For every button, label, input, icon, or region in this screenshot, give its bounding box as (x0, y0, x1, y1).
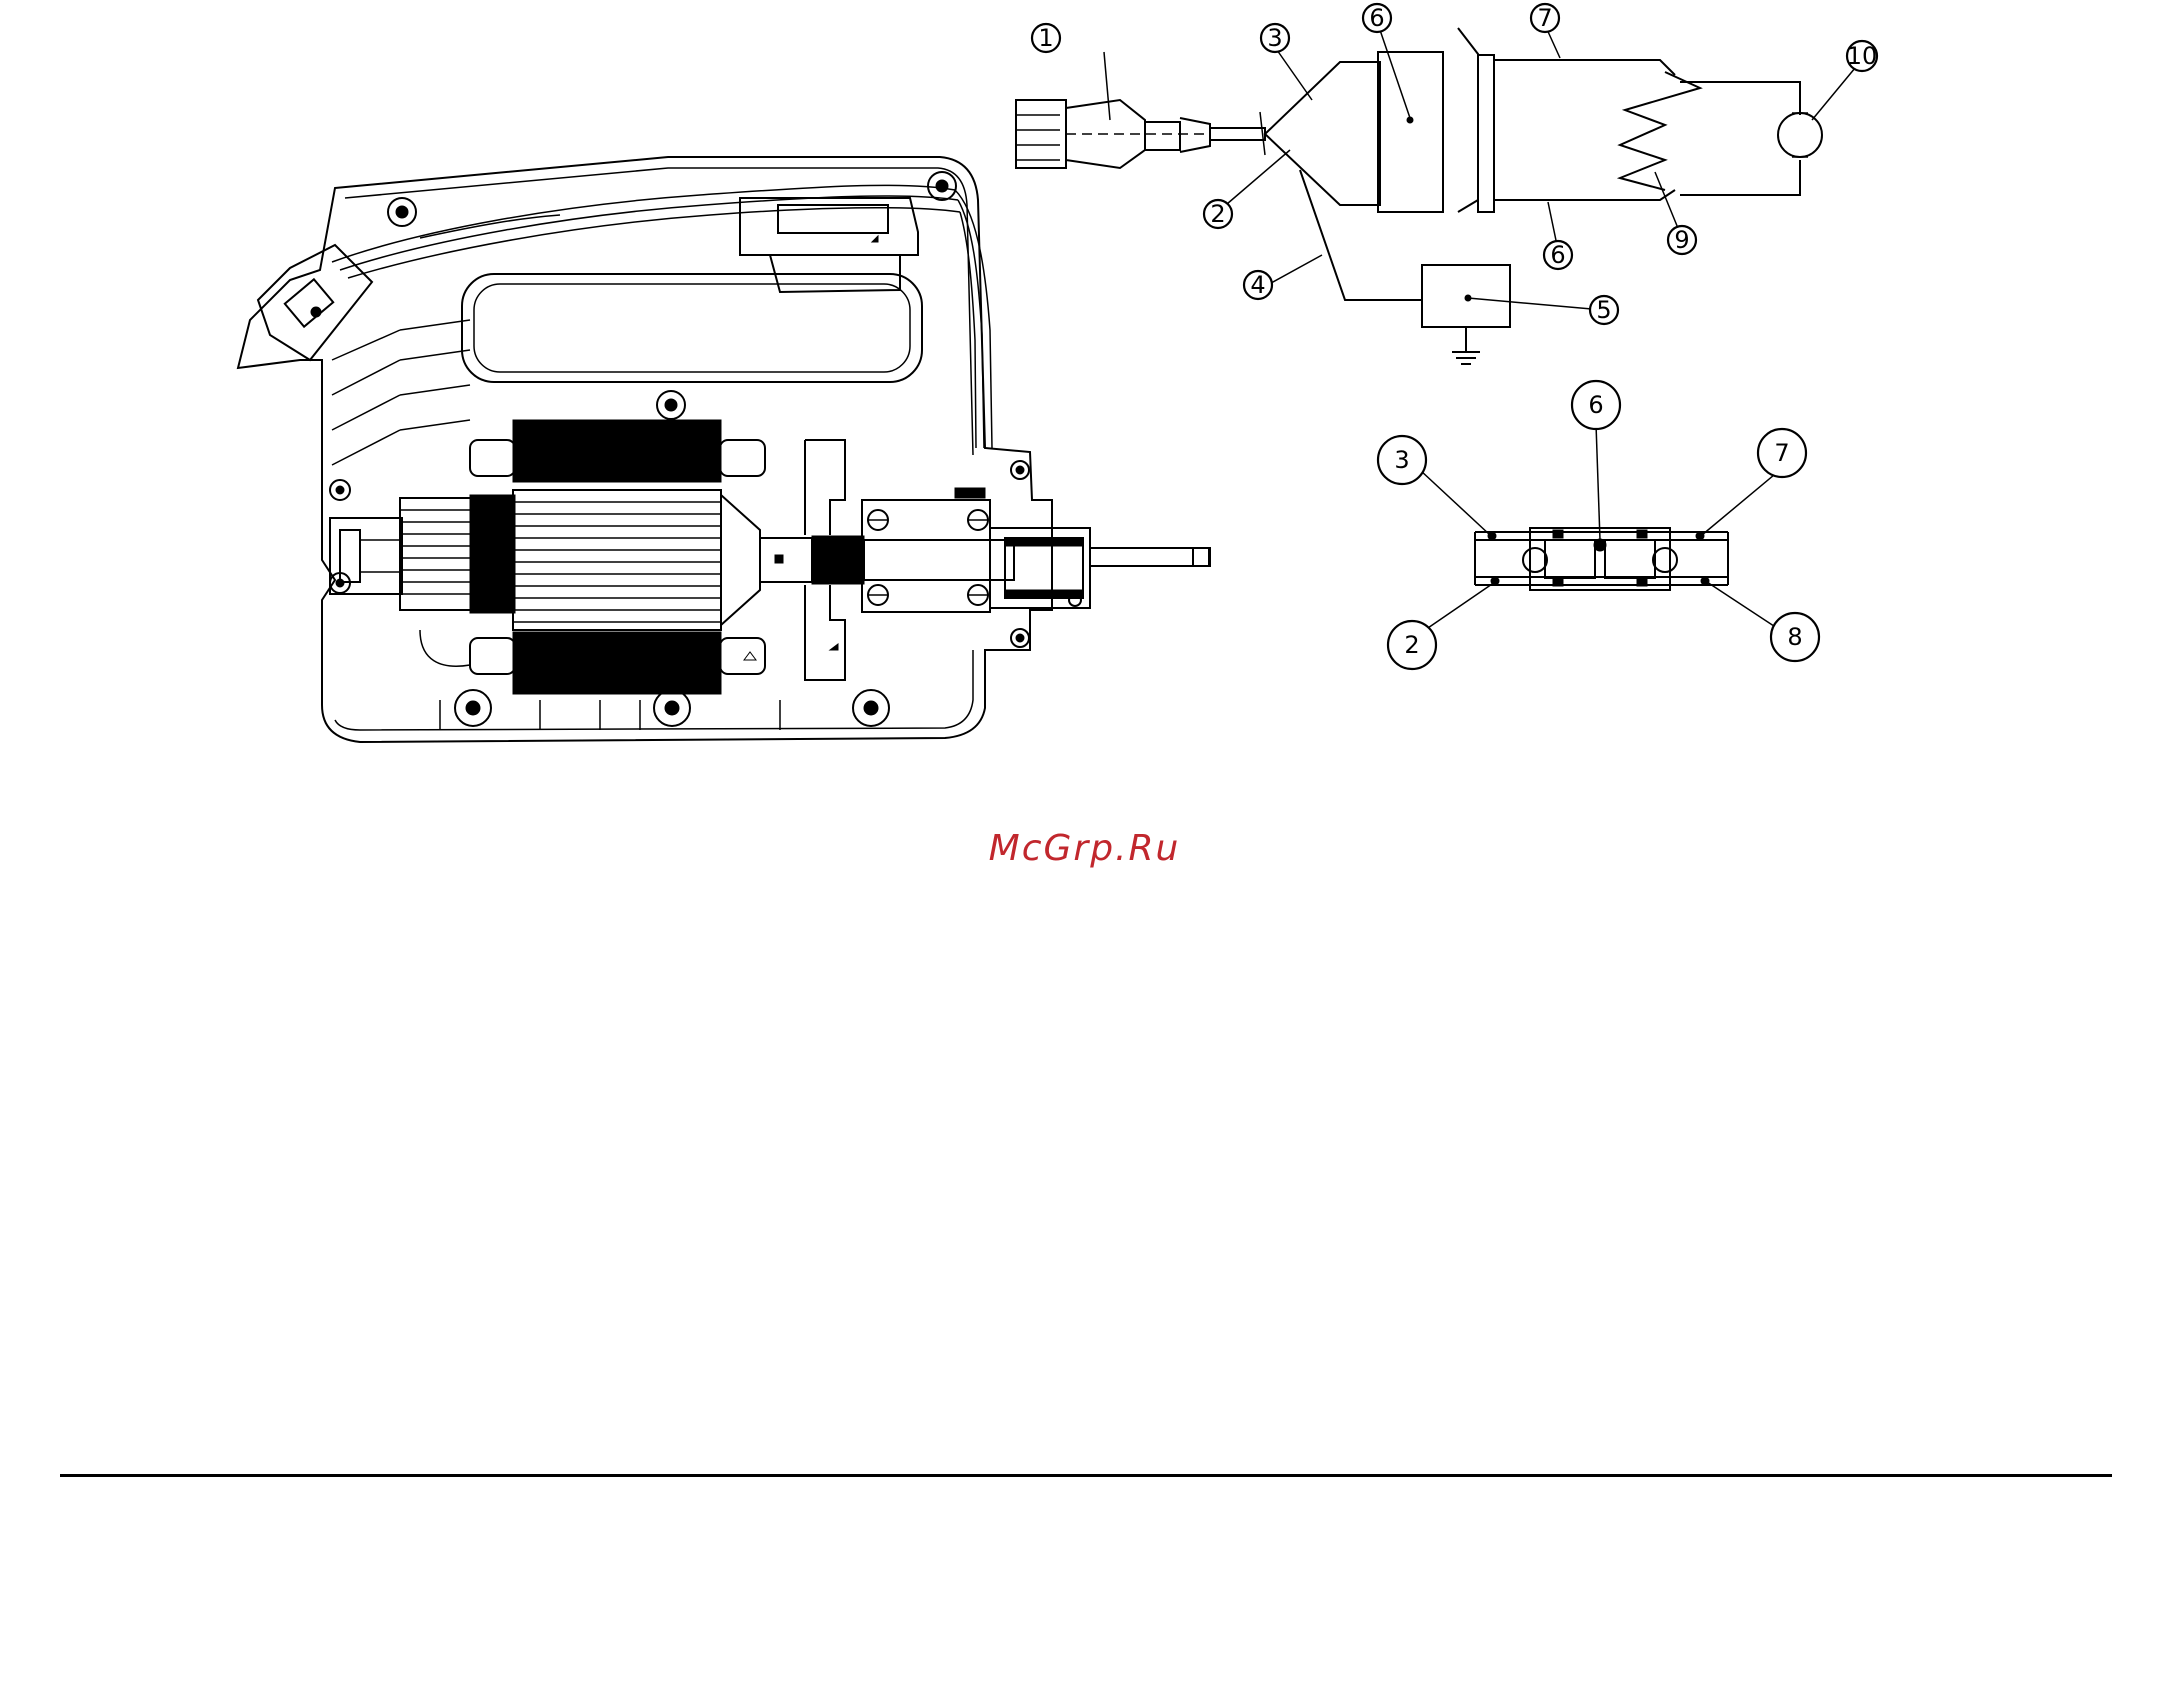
svg-text:5: 5 (1596, 296, 1611, 324)
svg-text:3: 3 (1394, 446, 1409, 474)
svg-text:4: 4 (1250, 271, 1265, 299)
callout-2: 2 (1204, 200, 1232, 228)
svg-text:10: 10 (1847, 42, 1878, 70)
callout-7: 7 (1531, 4, 1559, 32)
brush-plate-detail: 3 6 7 2 8 (1378, 381, 1819, 669)
svg-text:6: 6 (1550, 241, 1565, 269)
callout-6: 6 (1363, 4, 1391, 32)
detail-callout-6: 6 (1572, 381, 1620, 429)
callout-5: 5 (1590, 296, 1618, 324)
callout-3: 3 (1261, 24, 1289, 52)
callout-10: 10 (1847, 41, 1878, 71)
wiring-schematic: 1 3 6 7 10 2 4 5 6 9 (1016, 4, 1877, 364)
svg-text:6: 6 (1369, 4, 1384, 32)
horizontal-rule (60, 1474, 2112, 1477)
detail-callout-2: 2 (1388, 621, 1436, 669)
callout-9: 9 (1668, 226, 1696, 254)
svg-text:6: 6 (1588, 391, 1603, 419)
callout-4: 4 (1244, 271, 1272, 299)
motor-housing-cutaway (238, 157, 1210, 742)
detail-callout-3: 3 (1378, 436, 1426, 484)
watermark-text: McGrp.Ru (0, 828, 2169, 869)
svg-text:9: 9 (1674, 226, 1689, 254)
detail-callout-7: 7 (1758, 429, 1806, 477)
callout-6b: 6 (1544, 241, 1572, 269)
svg-text:7: 7 (1774, 439, 1789, 467)
svg-text:7: 7 (1537, 4, 1552, 32)
svg-text:2: 2 (1210, 200, 1225, 228)
svg-text:8: 8 (1787, 623, 1802, 651)
svg-text:3: 3 (1267, 24, 1282, 52)
svg-text:2: 2 (1404, 631, 1419, 659)
callout-1: 1 (1032, 24, 1060, 52)
detail-callout-8: 8 (1771, 613, 1819, 661)
svg-text:1: 1 (1038, 24, 1053, 52)
